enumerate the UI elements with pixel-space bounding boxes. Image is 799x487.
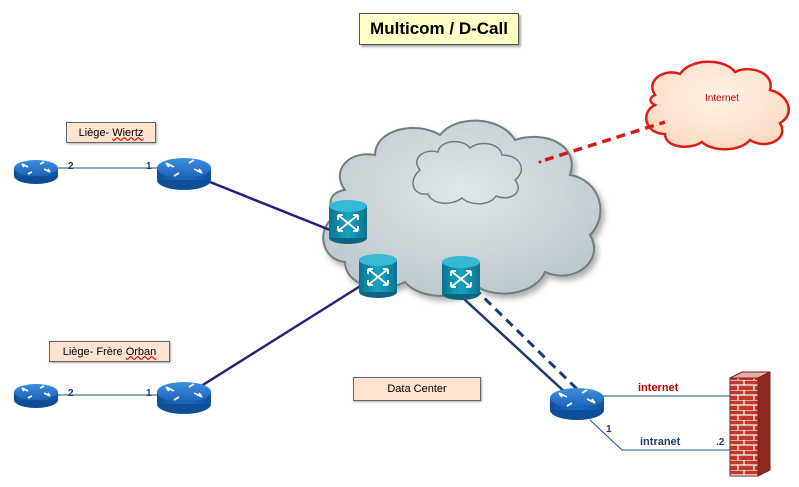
- internet-link: [544, 120, 666, 162]
- site-label-wiertz-prefix: Liège-: [78, 126, 113, 139]
- router-wiertz-right-icon[interactable]: [157, 158, 211, 190]
- switch-south-west-icon[interactable]: [359, 254, 397, 298]
- firewall-intranet-link: [589, 419, 740, 451]
- site-label-orban: Liège- Frère Orban: [49, 341, 170, 362]
- switch-south-east-icon[interactable]: [442, 256, 480, 300]
- internet-cloud-label: Internet: [705, 93, 739, 104]
- internet-cloud: [645, 60, 790, 151]
- diagram-title: Multicom / D-Call: [359, 13, 519, 45]
- inner-cloud-outline: [412, 140, 523, 205]
- wiertz-port-right: 1: [146, 161, 152, 172]
- firewall-icon[interactable]: [729, 371, 771, 477]
- wan-cloud: [322, 119, 602, 297]
- internet-link-endpoint: [538, 160, 542, 164]
- firewall-intranet-label: intranet: [640, 436, 681, 448]
- site-label-wiertz-name: Wiertz: [112, 126, 144, 139]
- orban-wan-link: [197, 283, 363, 390]
- switch-west-icon[interactable]: [329, 200, 367, 244]
- orban-port-left: 2: [68, 388, 74, 399]
- firewall-intranet-port: .2: [716, 437, 725, 448]
- firewall-internet-label: internet: [638, 382, 679, 394]
- datacenter-label: Data Center: [353, 377, 481, 401]
- dc-backup-link: [472, 286, 582, 394]
- wiertz-port-left: 2: [68, 161, 74, 172]
- router-orban-left-icon[interactable]: [14, 384, 58, 408]
- router-intranet-port: 1: [606, 424, 612, 435]
- site-label-orban-name: Orban: [125, 345, 157, 358]
- dc-primary-link: [462, 297, 569, 396]
- router-orban-right-icon[interactable]: [157, 382, 211, 414]
- router-datacenter-icon[interactable]: [550, 388, 604, 420]
- site-label-wiertz: Liège- Wiertz: [66, 122, 156, 143]
- orban-port-right: 1: [146, 388, 152, 399]
- site-label-orban-prefix: Liège- Frère: [62, 345, 126, 358]
- wiertz-wan-link: [199, 176, 336, 234]
- router-wiertz-left-icon[interactable]: [14, 160, 58, 184]
